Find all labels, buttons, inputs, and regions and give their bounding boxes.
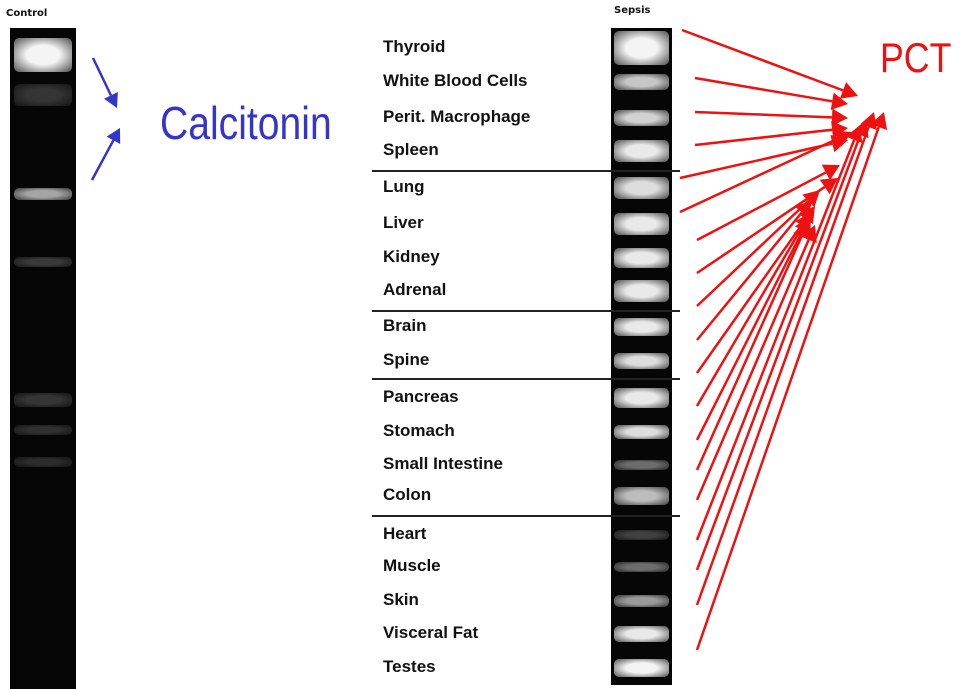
calcitonin-arrow [93, 58, 118, 108]
gel-band [614, 530, 669, 540]
gel-band [614, 626, 669, 642]
group-divider [372, 310, 680, 312]
gel-band [614, 177, 669, 199]
gel-band [14, 188, 72, 200]
gel-band [614, 425, 669, 439]
gel-band [14, 457, 72, 467]
gel-band [14, 393, 72, 407]
pct-arrow [697, 120, 869, 570]
gel-band [614, 460, 669, 470]
gel-band [614, 659, 669, 677]
gel-band [614, 318, 669, 336]
gel-band [614, 388, 669, 408]
pct-arrow [697, 222, 809, 470]
gel-band [614, 74, 669, 90]
pct-arrow [695, 109, 848, 127]
pct-arrow [695, 121, 848, 145]
gel-band [614, 353, 669, 369]
pct-arrow [682, 30, 858, 99]
gel-band [614, 213, 669, 235]
gel-band [614, 562, 669, 572]
gel-band [614, 280, 669, 302]
group-divider [372, 378, 680, 380]
gel-band [614, 140, 669, 162]
pct-arrow [697, 125, 862, 540]
gel-band [14, 84, 72, 106]
group-divider [372, 170, 680, 172]
gel-band [614, 31, 669, 65]
gel-band [14, 425, 72, 435]
gel-band [614, 595, 669, 607]
group-divider [372, 515, 680, 517]
gel-band [614, 487, 669, 505]
pct-arrow [697, 216, 811, 440]
pct-arrow [680, 135, 848, 178]
gel-band [614, 110, 669, 126]
calcitonin-arrow [92, 128, 120, 180]
gel-band [14, 38, 72, 72]
gel-band [614, 248, 669, 268]
gel-band [14, 257, 72, 267]
